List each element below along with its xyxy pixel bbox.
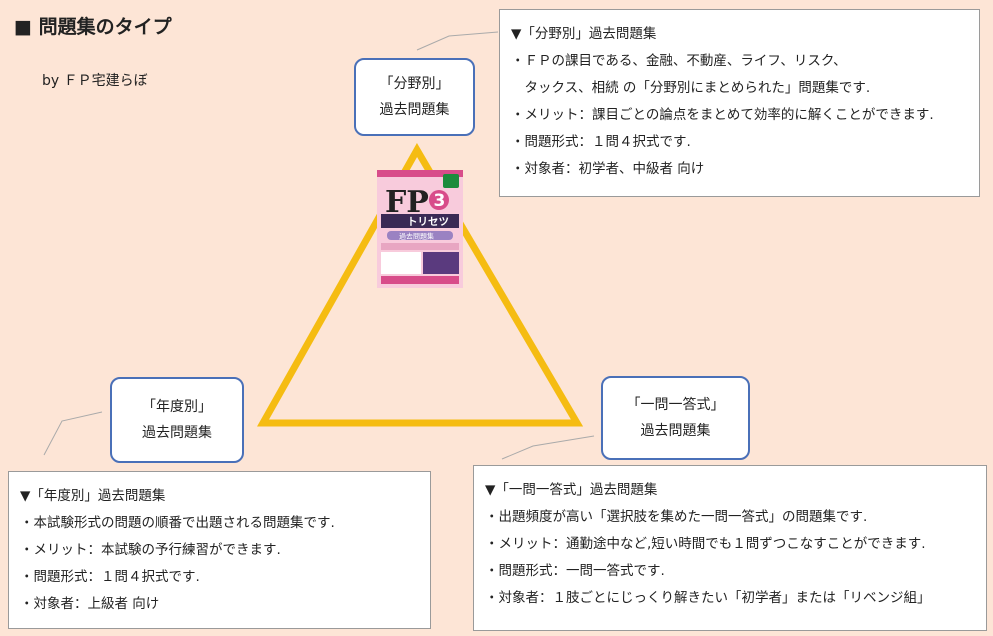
node-nendo-sublabel: 過去問題集 bbox=[142, 425, 212, 441]
panel-nendo-title: ▼「年度別」過去問題集 bbox=[20, 488, 166, 504]
panel-nendo-line: ・本試験形式の問題の順番で出題される問題集です. bbox=[20, 515, 335, 531]
triangle bbox=[257, 142, 584, 427]
panel-bunya-line: タックス、相続 の「分野別にまとめられた」問題集です. bbox=[511, 80, 871, 96]
book-series: トリセツ bbox=[407, 216, 449, 228]
node-bunya: 「分野別」 過去問題集 bbox=[354, 58, 475, 136]
panel-bunya-line: ・メリット：課目ごとの論点をまとめて効率的に解くことができます. bbox=[511, 107, 934, 123]
panel-bunya: ▼「分野別」過去問題集 ・ＦＰの課目である、金融、不動産、ライフ、リスク、 タッ… bbox=[499, 9, 980, 197]
connector-bunya bbox=[416, 31, 499, 51]
connector-nendo bbox=[43, 411, 103, 456]
connector-ichimon bbox=[501, 435, 595, 460]
panel-ichimon-line: ・問題形式：一問一答式です. bbox=[485, 563, 665, 579]
panel-bunya-line: ・問題形式：１問４択式です. bbox=[511, 134, 691, 150]
panel-bunya-line: ・対象者：初学者、中級者 向け bbox=[511, 161, 705, 177]
panel-bunya-title: ▼「分野別」過去問題集 bbox=[511, 26, 657, 42]
panel-ichimon: ▼「一問一答式」過去問題集 ・出題頻度が高い「選択肢を集めた一問一答式」の問題集… bbox=[473, 465, 987, 631]
book-grade: 3 bbox=[434, 191, 446, 211]
node-nendo: 「年度別」 過去問題集 bbox=[110, 377, 244, 463]
book-subtitle: 過去問題集 bbox=[399, 232, 434, 241]
panel-ichimon-line: ・出題頻度が高い「選択肢を集めた一問一答式」の問題集です. bbox=[485, 509, 868, 525]
byline: by ＦＰ宅建らぼ bbox=[42, 73, 148, 89]
panel-ichimon-line: ・対象者：１肢ごとにじっくり解きたい「初学者」または「リベンジ組」 bbox=[485, 590, 931, 606]
node-ichimon: 「一問一答式」 過去問題集 bbox=[601, 376, 750, 460]
panel-nendo-line: ・対象者：上級者 向け bbox=[20, 596, 160, 612]
panel-ichimon-title: ▼「一問一答式」過去問題集 bbox=[485, 482, 658, 498]
panel-nendo: ▼「年度別」過去問題集 ・本試験形式の問題の順番で出題される問題集です. ・メリ… bbox=[8, 471, 431, 629]
panel-nendo-line: ・問題形式：１問４択式です. bbox=[20, 569, 200, 585]
node-nendo-label: 「年度別」 bbox=[142, 399, 212, 415]
node-bunya-label: 「分野別」 bbox=[379, 76, 450, 92]
panel-ichimon-line: ・メリット：通勤途中など,短い時間でも１問ずつこなすことができます. bbox=[485, 536, 926, 552]
book-cover-image: FP 3 トリセツ 過去問題集 bbox=[377, 170, 463, 288]
panel-nendo-line: ・メリット：本試験の予行練習ができます. bbox=[20, 542, 281, 558]
panel-bunya-line: ・ＦＰの課目である、金融、不動産、ライフ、リスク、 bbox=[511, 53, 847, 69]
node-ichimon-sublabel: 過去問題集 bbox=[640, 423, 711, 439]
node-ichimon-label: 「一問一答式」 bbox=[626, 397, 725, 413]
node-bunya-sublabel: 過去問題集 bbox=[379, 102, 450, 118]
page-title: ■ 問題集のタイプ bbox=[14, 16, 172, 38]
